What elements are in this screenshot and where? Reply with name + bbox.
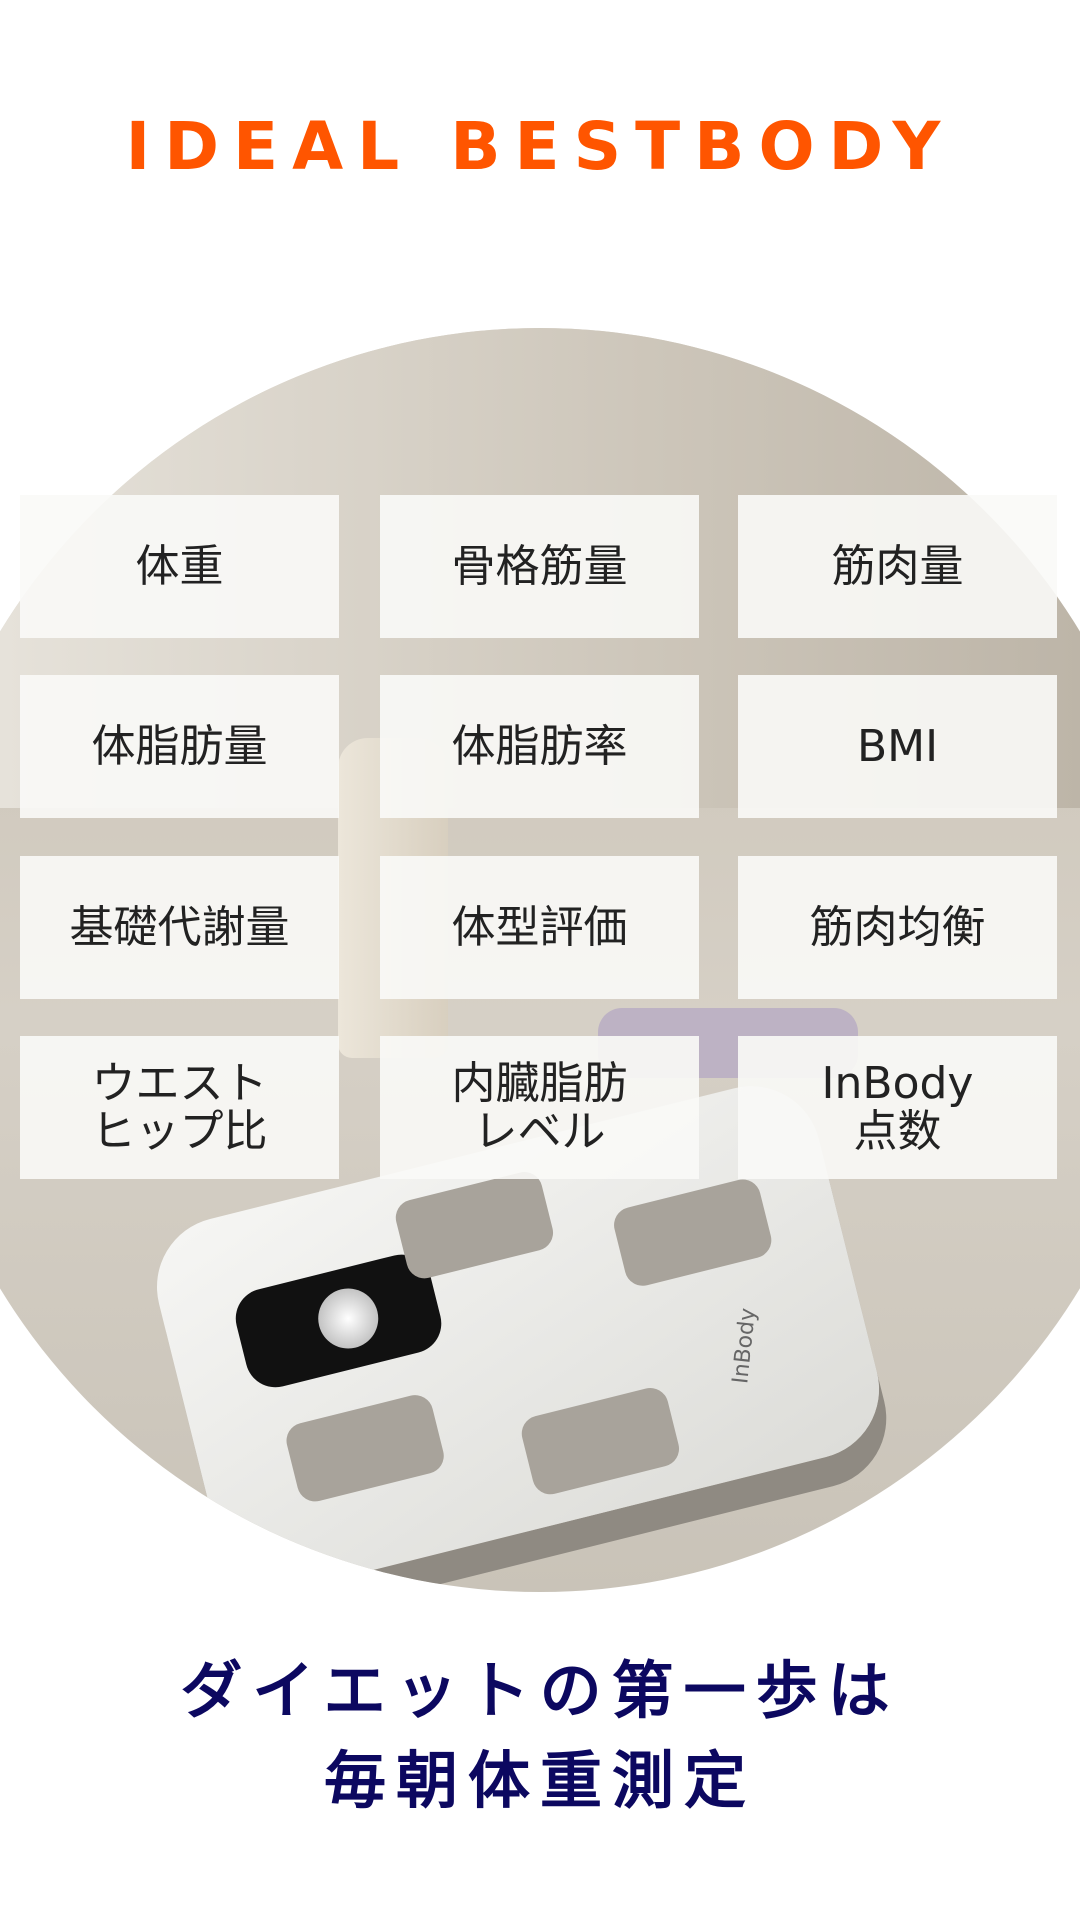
metric-card: BMI <box>738 675 1057 818</box>
metric-card: 内臓脂肪 レベル <box>380 1036 699 1179</box>
foot-pad <box>610 1175 776 1290</box>
foot-pad <box>517 1384 683 1499</box>
foot-pad <box>391 1168 557 1283</box>
brand-label: InBody <box>728 1306 762 1385</box>
page-title: IDEAL BESTBODY <box>125 108 955 185</box>
metric-card: 体脂肪率 <box>380 675 699 818</box>
foot-pad <box>282 1391 448 1506</box>
metric-card: 基礎代謝量 <box>20 856 339 999</box>
metric-card: InBody 点数 <box>738 1036 1057 1179</box>
tagline-line-2: 毎朝体重測定 <box>323 1744 756 1817</box>
metric-card: 骨格筋量 <box>380 495 699 638</box>
tagline-line-1: ダイエットの第一歩は <box>180 1654 900 1727</box>
metric-card: ウエスト ヒップ比 <box>20 1036 339 1179</box>
metric-card: 体型評価 <box>380 856 699 999</box>
metric-card: 体脂肪量 <box>20 675 339 818</box>
metric-card: 体重 <box>20 495 339 638</box>
metric-card: 筋肉均衡 <box>738 856 1057 999</box>
metric-card: 筋肉量 <box>738 495 1057 638</box>
